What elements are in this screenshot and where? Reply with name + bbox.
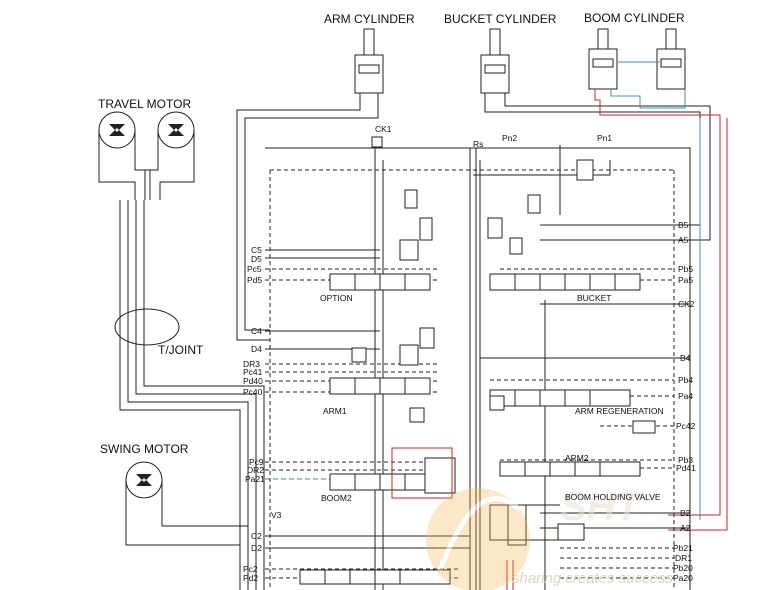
- port-pc42: Pc42: [676, 421, 696, 431]
- boom-cylinder-label: BOOM CYLINDER: [584, 11, 685, 25]
- port-pa4: Pa4: [678, 391, 693, 401]
- arm2-spool: [499, 461, 641, 477]
- port-pb3: Pb3: [678, 455, 693, 465]
- section-boom-holding-valve: BOOM HOLDING VALVE: [565, 492, 661, 502]
- t-joint-marker: [114, 308, 180, 346]
- port-a5: A5: [678, 235, 689, 245]
- boom2-spool: [329, 473, 431, 491]
- port-dr2: DR2: [247, 465, 264, 475]
- port-pc41: Pc41: [243, 367, 263, 377]
- port-pb4: Pb4: [678, 375, 693, 385]
- option-spool: [329, 273, 431, 291]
- t-joint-label: T/JOINT: [158, 343, 204, 357]
- port-b2: B2: [680, 508, 691, 518]
- port-b4: B4: [680, 353, 691, 363]
- svg-text:SHT: SHT: [560, 485, 644, 529]
- port-pa20: Pa20: [673, 573, 693, 583]
- arm-cylinder: [354, 28, 384, 94]
- port-pd40: Pd40: [243, 376, 263, 386]
- port-pb21: Pb21: [673, 543, 693, 553]
- port-d5: D5: [251, 254, 262, 264]
- section-option: OPTION: [320, 293, 353, 303]
- section-bucket: BUCKET: [577, 293, 611, 303]
- travel-motor-label: TRAVEL MOTOR: [98, 97, 191, 111]
- port-pc5: Pc5: [247, 264, 262, 274]
- port-pa5: Pa5: [678, 275, 693, 285]
- port-d2: D2: [251, 543, 262, 553]
- port-c2: C2: [251, 531, 262, 541]
- port-a2: A2: [680, 523, 691, 533]
- arm-regeneration-spool: [489, 389, 631, 407]
- port-c5: C5: [251, 245, 262, 255]
- port-ck2: CK2: [678, 299, 695, 309]
- bucket-spool: [489, 273, 641, 291]
- swing-motor-label: SWING MOTOR: [100, 442, 189, 456]
- port-rs: Rs: [473, 139, 483, 149]
- port-pb20: Pb20: [673, 563, 693, 573]
- port-b5: B5: [678, 220, 689, 230]
- port-pc2: Pc2: [243, 564, 258, 574]
- arm-cylinder-label: ARM CYLINDER: [324, 12, 415, 26]
- section-arm-regeneration: ARM REGENERATION: [575, 406, 664, 416]
- boom-cylinder-left: [588, 28, 618, 90]
- port-pc40: Pc40: [243, 387, 263, 397]
- section-arm2: ARM2: [565, 453, 589, 463]
- port-pa21: Pa21: [245, 474, 265, 484]
- bucket-cylinder: [480, 28, 510, 94]
- port-pb5: Pb5: [678, 264, 693, 274]
- port-dr1: DR1: [675, 553, 692, 563]
- port-pd41: Pd41: [676, 463, 696, 473]
- swing-motor: [125, 461, 248, 546]
- boom-holding-valve: [557, 523, 585, 541]
- port-d4: D4: [251, 344, 262, 354]
- port-ck1: CK1: [375, 124, 392, 134]
- watermark-logo: [426, 488, 530, 590]
- watermark: SHT: [426, 485, 644, 590]
- port-pn2: Pn2: [502, 133, 517, 143]
- section-arm1: ARM1: [323, 406, 347, 416]
- port-pc9: Pc9: [249, 457, 264, 467]
- boom-cylinder-right: [656, 28, 686, 90]
- port-v3: V3: [271, 510, 282, 520]
- lower-spool: [299, 569, 451, 585]
- travel-motor: [98, 111, 195, 200]
- port-dr3: DR3: [243, 359, 260, 369]
- port-c4: C4: [251, 326, 262, 336]
- section-boom2: BOOM2: [321, 493, 352, 503]
- port-pd5: Pd5: [247, 275, 262, 285]
- port-pn1: Pn1: [597, 133, 612, 143]
- port-pd2: Pd2: [243, 573, 258, 583]
- arm1-spool: [329, 377, 431, 395]
- check-valve-ck1: [371, 136, 383, 148]
- watermark-text: sharing creates success: [512, 570, 673, 587]
- bucket-cylinder-label: BUCKET CYLINDER: [444, 12, 557, 26]
